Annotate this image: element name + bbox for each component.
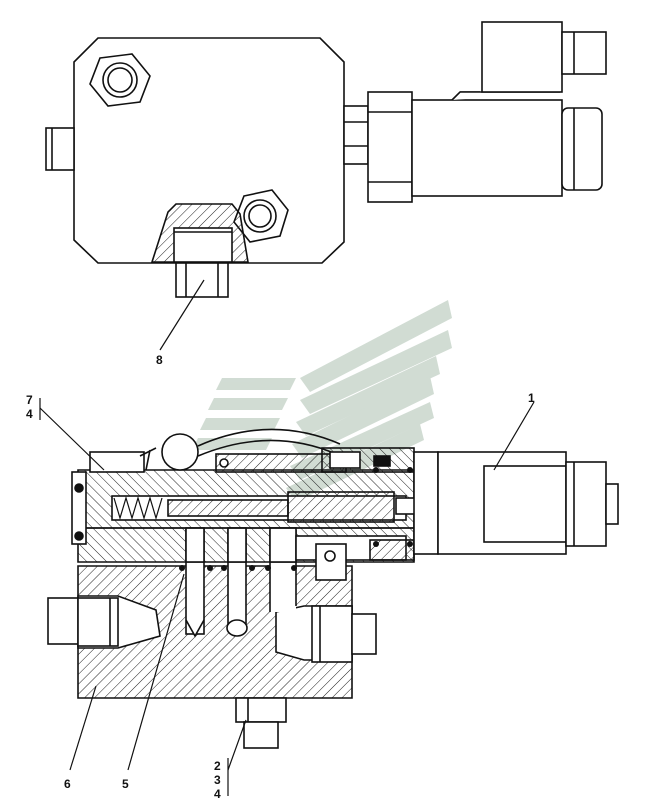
solenoid-nut: [367, 91, 413, 203]
leader-lines: [39, 279, 535, 796]
callouts: 8 7 4 1 2 3 4 5 6: [26, 353, 535, 801]
callout-4-bottom: 4: [214, 787, 221, 801]
top-left-port: [45, 127, 75, 171]
callout-8: 8: [156, 353, 163, 367]
solenoid-coil: [411, 99, 563, 197]
right-port-fitting: [311, 605, 353, 663]
spool-end: [287, 491, 395, 523]
spring: [113, 495, 163, 521]
callout-5: 5: [122, 777, 129, 791]
section-solenoid-plug: [565, 461, 607, 547]
callout-6: 6: [64, 777, 71, 791]
spool: [167, 499, 289, 517]
callout-1: 1: [528, 391, 535, 405]
callout-4-top: 4: [26, 407, 33, 421]
section-view: [47, 428, 619, 749]
connector-housing: [481, 21, 563, 93]
section-solenoid-housing: [413, 451, 439, 555]
left-port-plug: [47, 597, 79, 645]
top-view: [45, 21, 607, 298]
section-bottom-fitting: [235, 697, 287, 723]
right-port-plug: [351, 613, 377, 655]
connector-plug: [561, 31, 607, 75]
hex-nut-top-left: [89, 53, 151, 107]
pilot-cover: [89, 451, 145, 473]
callout-7: 7: [26, 393, 33, 407]
callout-2: 2: [214, 759, 221, 773]
solenoid-end-cap: [561, 107, 603, 191]
check-ball: [161, 433, 199, 471]
hex-nut-bottom: [233, 189, 289, 243]
o-rings: [179, 467, 413, 571]
section-solenoid-cap: [483, 465, 567, 543]
bottom-fitting: [175, 262, 229, 298]
callout-3: 3: [214, 773, 221, 787]
solenoid-stem: [343, 105, 369, 165]
